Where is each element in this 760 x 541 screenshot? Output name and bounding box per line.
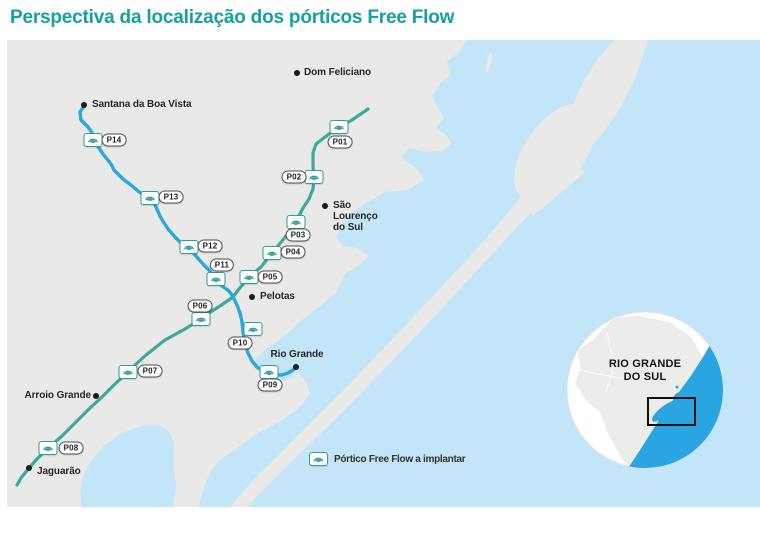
- portico-label-p06: P06: [187, 299, 213, 313]
- portico-label-p04: P04: [280, 245, 306, 259]
- portico-label-p01: P01: [327, 135, 353, 149]
- city-dot-arroio-grande: [93, 393, 99, 399]
- page-title: Perspectiva da localização dos pórticos …: [10, 7, 455, 28]
- inset-locator: [566, 311, 724, 469]
- inset-state-name-line2: DO SUL: [623, 371, 667, 383]
- inset-state-name-line1: RIO GRANDE: [608, 358, 682, 370]
- city-dot-sao-lourenco-do-sul: [322, 203, 328, 209]
- freeflow-gantry-icon: [239, 270, 259, 284]
- lagoa-mirim-water: [80, 425, 180, 507]
- freeflow-gantry-icon: [179, 240, 199, 254]
- lagoon-island: [530, 169, 584, 215]
- freeflow-gantry-icon: [304, 170, 324, 184]
- inset-state-name: RIO GRANDE DO SUL: [583, 358, 707, 384]
- portico-label-p03: P03: [285, 228, 311, 242]
- legend-label: Pórtico Free Flow a implantar: [334, 453, 466, 465]
- inset-division-line: [578, 331, 656, 393]
- portico-label-p05: P05: [257, 270, 283, 284]
- freeflow-gantry-icon: [118, 365, 138, 379]
- portico-label-p13: P13: [158, 190, 184, 204]
- mainland-landmass: [7, 40, 467, 507]
- peninsula-bay: [522, 68, 578, 106]
- city-label-santana-da-boa-vista: Santana da Boa Vista: [92, 99, 192, 110]
- city-dot-pelotas: [249, 294, 255, 300]
- freeflow-gantry-icon: [329, 120, 349, 134]
- city-dot-rio-grande: [293, 364, 299, 370]
- portico-label-p08: P08: [58, 441, 84, 455]
- freeflow-gantry-icon: [38, 441, 58, 455]
- barrier-peninsula: [230, 40, 648, 507]
- freeflow-map: P01 P02 P03 P04 P05 P06: [7, 40, 760, 507]
- map-base-svg: [7, 40, 760, 507]
- city-label-jaguarao: Jaguarão: [37, 466, 81, 477]
- inset-lagoa-dot2: [675, 385, 679, 389]
- freeflow-gantry-icon: [191, 312, 211, 326]
- city-dot-santana-da-boa-vista: [81, 102, 87, 108]
- coastal-sliver: [485, 52, 493, 73]
- city-label-arroio-grande: Arroio Grande: [24, 390, 92, 401]
- freeflow-gantry-icon: [309, 452, 328, 466]
- city-dot-jaguarao: [26, 465, 32, 471]
- peninsula-head: [514, 103, 596, 201]
- freeflow-gantry-icon: [243, 322, 263, 336]
- legend: Pórtico Free Flow a implantar: [309, 452, 466, 466]
- portico-label-p07: P07: [137, 364, 163, 378]
- freeflow-gantry-icon: [262, 246, 282, 260]
- freeflow-gantry-icon: [259, 365, 279, 379]
- portico-label-p02: P02: [281, 170, 307, 184]
- portico-label-p09: P09: [257, 378, 283, 392]
- inset-lagoa-dot1: [682, 387, 686, 391]
- lagoon-spit: [173, 399, 267, 507]
- city-dot-dom-feliciano: [294, 70, 300, 76]
- city-label-pelotas: Pelotas: [260, 291, 295, 302]
- city-label-dom-feliciano: Dom Feliciano: [304, 67, 372, 78]
- city-label-rio-grande: Rio Grande: [270, 349, 324, 360]
- portico-label-p14: P14: [101, 133, 127, 147]
- portico-label-p10: P10: [227, 336, 253, 350]
- inset-lagoa-patos: [652, 400, 678, 422]
- freeflow-gantry-icon: [206, 272, 226, 286]
- portico-label-p11: P11: [209, 258, 235, 272]
- freeflow-gantry-icon: [286, 215, 306, 229]
- road-blue-br392: [78, 104, 298, 377]
- inset-focus-rectangle: [647, 397, 696, 426]
- portico-label-p12: P12: [197, 239, 223, 253]
- freeflow-gantry-icon: [83, 133, 103, 147]
- freeflow-gantry-icon: [140, 191, 160, 205]
